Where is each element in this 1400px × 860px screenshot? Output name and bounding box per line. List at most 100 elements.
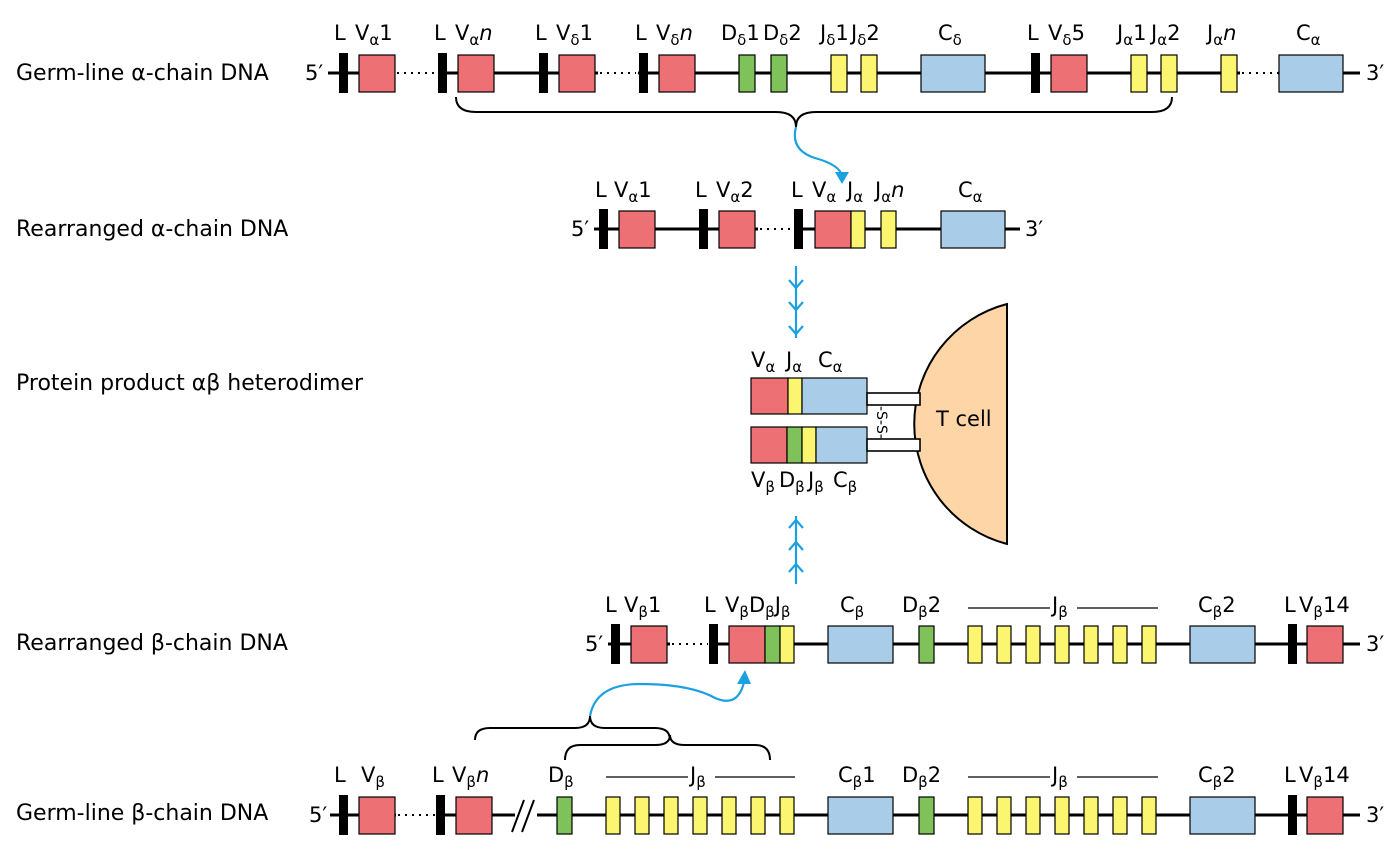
break-mark	[511, 799, 525, 833]
v-delta-5-label: Vδ5	[1048, 21, 1085, 49]
break-mark	[521, 799, 535, 833]
v-beta-domain	[750, 426, 788, 464]
three-prime-end: 3′	[1366, 632, 1384, 656]
v-delta-1-segment	[558, 54, 596, 93]
j-delta-1-label: Jδ1	[818, 21, 849, 49]
d-beta-label: Dβ	[779, 468, 805, 496]
j-alpha-2-segment	[1160, 54, 1178, 93]
v-alpha-2-label: Vα2	[716, 178, 754, 206]
t-cell-label: T cell	[935, 407, 992, 431]
leader-label: L	[605, 593, 617, 617]
d-delta-1-label: Dδ1	[721, 21, 760, 49]
v-beta-n-segment	[455, 796, 493, 835]
rearranged-beta-locus: 5′ 3′ L Vβ1 L VβDβJβ Cβ Dβ2 Jβ	[585, 593, 1384, 664]
disulfide-bond-label: -S-S-	[873, 406, 889, 439]
leader-segment	[339, 795, 348, 835]
v-beta-d-beta-j-beta-label: VβDβJβ	[725, 593, 790, 621]
d-beta-2-segment	[918, 796, 935, 835]
row-label-rearranged-beta: Rearranged β-chain DNA	[16, 631, 288, 656]
leader-segment	[611, 624, 620, 664]
leader-segment	[438, 53, 447, 93]
row-label-rearranged-alpha: Rearranged α-chain DNA	[16, 217, 288, 242]
j-alpha-label: Jα	[784, 348, 802, 376]
j-beta-label: Jβ	[806, 468, 824, 496]
c-beta-domain	[815, 426, 868, 464]
v-alpha-label: Vα	[751, 348, 775, 376]
j-alpha-domain	[787, 377, 803, 415]
c-alpha-domain	[801, 377, 868, 415]
v-beta-14-segment	[1306, 625, 1344, 664]
v-alpha-2-segment	[718, 210, 756, 249]
t-cell	[913, 302, 1008, 546]
leader-label: L	[334, 21, 346, 45]
j-beta-cluster	[605, 796, 795, 835]
leader-segment	[709, 624, 718, 664]
leader-segment	[639, 53, 648, 93]
five-prime-end: 5′	[309, 803, 327, 827]
leader-label: L	[595, 178, 607, 202]
v-alpha-segment	[814, 210, 852, 249]
j-alpha-label: Jα	[845, 178, 863, 206]
j-alpha-1-label: Jα1	[1115, 21, 1146, 49]
up-arrows	[788, 516, 804, 584]
leader-label: L	[535, 21, 547, 45]
row-label-germline-alpha: Germ-line α-chain DNA	[16, 61, 269, 86]
rearrangement-brace	[564, 734, 771, 761]
v-beta-segment	[358, 796, 396, 835]
v-delta-5-segment	[1050, 54, 1088, 93]
leader-segment	[1288, 624, 1297, 664]
five-prime-end: 5′	[305, 61, 323, 85]
j-beta-cluster	[967, 625, 1157, 664]
j-alpha-n-segment	[880, 210, 897, 249]
rearrangement-arrow	[793, 126, 844, 177]
v-alpha-n-label: Vαn	[455, 21, 493, 49]
arrow-head-icon	[835, 172, 849, 184]
leader-label: L	[1027, 21, 1039, 45]
v-beta-14-label: Vβ14	[1299, 763, 1350, 791]
leader-segment	[599, 209, 608, 249]
three-prime-end: 3′	[1366, 61, 1384, 85]
c-beta-label: Cβ	[840, 593, 864, 621]
v-alpha-label: Vα	[812, 178, 836, 206]
c-beta-segment	[827, 625, 894, 664]
v-alpha-1-segment	[618, 210, 656, 249]
j-alpha-2-label: Jα2	[1149, 21, 1180, 49]
c-delta-segment	[920, 54, 986, 93]
leader-segment	[794, 209, 803, 249]
d-beta-segment	[556, 796, 573, 835]
v-beta-1-label: Vβ1	[624, 593, 661, 621]
germline-beta-locus: 5′ 3′	[309, 670, 1384, 835]
leader-label: L	[791, 178, 803, 202]
j-alpha-n-label: Jαn	[1205, 21, 1236, 49]
c-beta-2-label: Cβ2	[1198, 763, 1236, 791]
leader-segment	[339, 53, 348, 93]
d-beta-label: Dβ	[548, 763, 574, 791]
row-label-germline-beta: Germ-line β-chain DNA	[16, 801, 268, 826]
alpha-transmembrane-tail	[866, 392, 921, 406]
v-alpha-domain	[750, 377, 789, 415]
rearrangement-brace	[474, 715, 671, 741]
leader-label: L	[695, 178, 707, 202]
j-alpha-segment	[850, 210, 866, 249]
c-beta-1-segment	[827, 796, 894, 835]
j-alpha-1-segment	[1130, 54, 1148, 93]
c-beta-2-label: Cβ2	[1198, 593, 1236, 621]
v-beta-segment	[728, 625, 766, 664]
c-alpha-segment	[940, 210, 1006, 249]
j-beta-segment	[779, 625, 795, 664]
leader-label: L	[434, 21, 446, 45]
five-prime-end: 5′	[585, 632, 603, 656]
three-prime-end: 3′	[1366, 803, 1384, 827]
leader-segment	[539, 53, 548, 93]
c-alpha-label: Cα	[818, 348, 843, 376]
d-beta-2-segment	[918, 625, 935, 664]
j-beta-cluster	[967, 796, 1157, 835]
leader-label: L	[334, 763, 346, 787]
leader-label: L	[1284, 593, 1296, 617]
d-beta-segment	[764, 625, 781, 664]
d-beta-domain	[786, 426, 803, 464]
d-delta-1-segment	[738, 54, 756, 93]
leader-label: L	[704, 593, 716, 617]
v-beta-label: Vβ	[751, 468, 775, 496]
j-delta-1-segment	[830, 54, 848, 93]
